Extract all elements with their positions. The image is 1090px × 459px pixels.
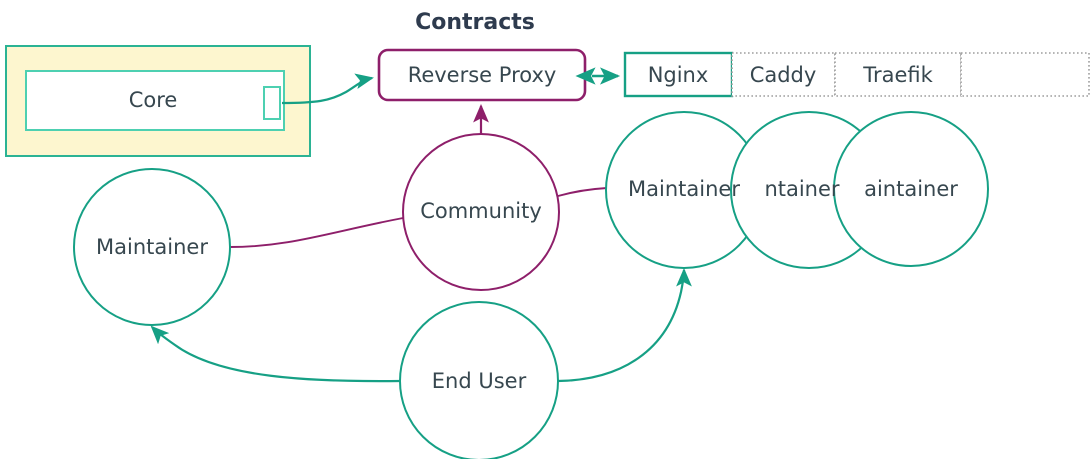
core-label: Core (129, 88, 178, 112)
actor-maintainer-b-label: ntainer (764, 177, 839, 201)
actor-maintainer-c-circle (833, 111, 989, 267)
edge-core-to-reverse-proxy (281, 73, 374, 105)
actor-maintainer-c-label: aintainer (864, 177, 958, 201)
actor-maintainer-left-label: Maintainer (96, 235, 208, 259)
core-group[interactable]: Core (5, 45, 311, 157)
impl-label-traefik: Traefik (862, 63, 933, 87)
impl-label-nginx: Nginx (648, 63, 709, 87)
core-port-handle[interactable] (263, 86, 281, 120)
impl-box-caddy[interactable]: Caddy (731, 52, 836, 97)
actor-end-user-circle (399, 301, 559, 459)
impl-box-nginx[interactable]: Nginx (623, 51, 734, 98)
edge-end-user-to-maintainer-a (557, 268, 692, 383)
contracts-title: Contracts (415, 10, 535, 35)
impl-box-traefik[interactable]: Traefik (834, 52, 962, 97)
reverse-proxy-label: Reverse Proxy (408, 63, 557, 87)
actor-end-user-label: End User (432, 369, 527, 393)
impl-box-nginx-border (623, 51, 734, 98)
edge-maintainer-left-to-community (229, 217, 404, 248)
impl-box-traefik-border (834, 52, 962, 97)
actor-maintainer-left-circle (73, 168, 231, 326)
actor-community[interactable]: Community (402, 133, 560, 291)
edge-community-to-maintainer-a (557, 187, 608, 197)
actor-maintainer-c[interactable] (833, 111, 989, 267)
implementation-boxes: Nginx Caddy Traefik (623, 51, 1090, 98)
actor-maintainer-left[interactable]: Maintainer (73, 168, 231, 326)
core-inner-box (25, 70, 285, 131)
actor-community-label: Community (420, 199, 542, 223)
impl-label-caddy: Caddy (750, 63, 817, 87)
actor-community-circle (402, 133, 560, 291)
reverse-proxy-node[interactable]: Reverse Proxy (377, 48, 587, 102)
actor-end-user[interactable]: End User (399, 301, 559, 459)
impl-box-empty[interactable] (960, 52, 1090, 97)
impl-box-empty-border (960, 52, 1090, 97)
edge-end-user-to-maintainer-left (150, 325, 401, 383)
actor-maintainer-a-label: Maintainer (628, 177, 740, 201)
